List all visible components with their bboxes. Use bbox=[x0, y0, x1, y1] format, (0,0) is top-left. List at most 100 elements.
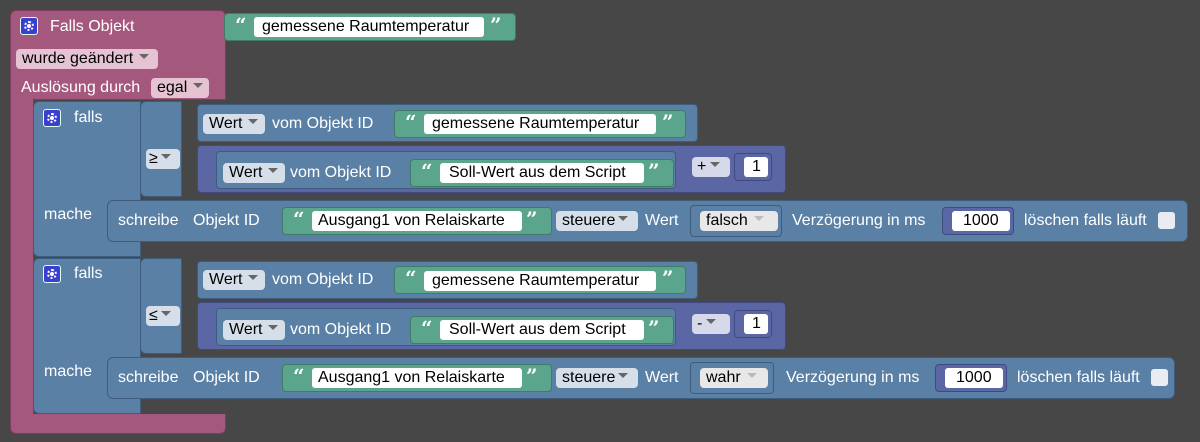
math-2-operator-dropdown[interactable]: - bbox=[692, 314, 730, 334]
chevron-down-icon bbox=[618, 216, 629, 222]
write-1-delay-field[interactable] bbox=[952, 211, 1010, 231]
write-2-value-label: Wert bbox=[645, 369, 679, 386]
math-2-number-value: 1 bbox=[752, 315, 761, 332]
trigger-cause-value: egal bbox=[157, 79, 188, 96]
chevron-down-icon bbox=[248, 119, 259, 125]
open-quote-icon: “ bbox=[293, 207, 305, 231]
if-block-2[interactable] bbox=[33, 258, 141, 414]
right-2-object-id-label: vom Objekt ID bbox=[290, 321, 392, 338]
close-quote-icon: ” bbox=[662, 110, 674, 134]
trigger-title: Falls Objekt bbox=[50, 18, 135, 35]
close-quote-icon: ” bbox=[648, 316, 660, 340]
if-block-2-falls-label: falls bbox=[74, 265, 103, 282]
open-quote-icon: “ bbox=[405, 266, 417, 290]
open-quote-icon: “ bbox=[235, 13, 247, 37]
close-quote-icon: ” bbox=[526, 207, 538, 231]
math-1-number-field[interactable] bbox=[744, 157, 768, 177]
compare-2-operator-dropdown[interactable]: ≤ bbox=[146, 306, 180, 326]
left-2-object-field[interactable] bbox=[424, 271, 656, 291]
right-1-prop-value: Wert bbox=[229, 164, 263, 181]
if-block-1-gear-icon[interactable] bbox=[43, 109, 61, 127]
open-quote-icon: “ bbox=[293, 364, 305, 388]
chevron-down-icon bbox=[710, 162, 721, 168]
trigger-block-bottom[interactable] bbox=[10, 414, 226, 434]
write-1-delay-value: 1000 bbox=[963, 212, 999, 229]
right-1-object-value: Soll-Wert aus dem Script bbox=[449, 164, 626, 181]
math-2-number-field[interactable] bbox=[744, 314, 768, 334]
trigger-condition-value: wurde geändert bbox=[22, 50, 134, 67]
write-1-mode-value: steuere bbox=[562, 212, 616, 229]
if-block-2-gear-icon[interactable] bbox=[43, 265, 61, 283]
write-2-target-field[interactable] bbox=[312, 368, 522, 388]
if-block-1-mache-label: mache bbox=[44, 206, 93, 223]
open-quote-icon: “ bbox=[421, 316, 433, 340]
math-1-number-value: 1 bbox=[752, 158, 761, 175]
close-quote-icon: ” bbox=[490, 13, 502, 37]
write-2-object-id-label: Objekt ID bbox=[193, 369, 260, 386]
close-quote-icon: ” bbox=[648, 159, 660, 183]
trigger-gear-icon[interactable] bbox=[20, 17, 38, 35]
write-2-delay-label: Verzögerung in ms bbox=[786, 369, 920, 386]
write-1-bool-dropdown[interactable]: falsch bbox=[700, 211, 778, 231]
left-1-object-field[interactable] bbox=[424, 114, 656, 134]
close-quote-icon: ” bbox=[662, 266, 674, 290]
write-1-mode-dropdown[interactable]: steuere bbox=[556, 211, 638, 231]
write-1-target-value: Ausgang1 von Relaiskarte bbox=[318, 212, 505, 229]
left-2-object-id-label: vom Objekt ID bbox=[272, 271, 374, 288]
chevron-down-icon bbox=[248, 275, 259, 281]
trigger-block-spine[interactable] bbox=[10, 98, 34, 418]
chevron-down-icon bbox=[139, 54, 150, 60]
write-1-clear-label: löschen falls läuft bbox=[1024, 212, 1147, 229]
write-1-bool-value: falsch bbox=[706, 212, 748, 229]
right-2-object-field[interactable] bbox=[440, 320, 644, 340]
chevron-down-icon bbox=[746, 373, 757, 379]
left-1-prop-value: Wert bbox=[209, 115, 243, 132]
left-2-prop-value: Wert bbox=[209, 271, 243, 288]
chevron-down-icon bbox=[268, 168, 279, 174]
trigger-cause-label: Auslösung durch bbox=[21, 79, 141, 96]
write-block-2[interactable] bbox=[107, 357, 1175, 399]
math-2-operator-value: - bbox=[697, 315, 703, 332]
trigger-object-value: gemessene Raumtemperatur bbox=[262, 18, 470, 35]
right-1-object-id-label: vom Objekt ID bbox=[290, 164, 392, 181]
compare-1-operator-value: ≥ bbox=[149, 150, 158, 167]
left-1-object-value: gemessene Raumtemperatur bbox=[432, 115, 640, 132]
chevron-down-icon bbox=[160, 311, 171, 317]
right-1-prop-dropdown[interactable]: Wert bbox=[223, 163, 285, 183]
left-2-prop-dropdown[interactable]: Wert bbox=[203, 270, 265, 290]
write-1-target-field[interactable] bbox=[312, 211, 522, 231]
write-1-label: schreibe bbox=[118, 212, 179, 229]
write-2-delay-field[interactable] bbox=[945, 368, 1003, 388]
open-quote-icon: “ bbox=[405, 110, 417, 134]
write-2-delay-value: 1000 bbox=[956, 369, 992, 386]
write-2-mode-value: steuere bbox=[562, 369, 616, 386]
open-quote-icon: “ bbox=[421, 159, 433, 183]
math-1-operator-value: + bbox=[697, 158, 707, 175]
right-2-prop-value: Wert bbox=[229, 321, 263, 338]
chevron-down-icon bbox=[618, 373, 629, 379]
write-2-bool-dropdown[interactable]: wahr bbox=[700, 368, 768, 388]
right-1-object-field[interactable] bbox=[440, 163, 644, 183]
close-quote-icon: ” bbox=[526, 364, 538, 388]
if-block-1-falls-label: falls bbox=[74, 109, 103, 126]
write-1-value-label: Wert bbox=[645, 212, 679, 229]
trigger-cause-dropdown[interactable]: egal bbox=[151, 78, 209, 98]
compare-2-operator-value: ≤ bbox=[149, 307, 158, 324]
right-2-prop-dropdown[interactable]: Wert bbox=[223, 320, 285, 340]
write-1-clear-checkbox[interactable] bbox=[1158, 212, 1175, 229]
left-1-prop-dropdown[interactable]: Wert bbox=[203, 114, 265, 134]
chevron-down-icon bbox=[753, 216, 764, 222]
write-2-mode-dropdown[interactable]: steuere bbox=[556, 368, 638, 388]
trigger-condition-dropdown[interactable]: wurde geändert bbox=[16, 49, 158, 69]
left-2-object-value: gemessene Raumtemperatur bbox=[432, 272, 640, 289]
write-2-target-value: Ausgang1 von Relaiskarte bbox=[318, 369, 505, 386]
write-2-bool-value: wahr bbox=[706, 369, 741, 386]
math-1-operator-dropdown[interactable]: + bbox=[692, 157, 730, 177]
trigger-object-field[interactable] bbox=[254, 17, 484, 37]
left-1-object-id-label: vom Objekt ID bbox=[272, 115, 374, 132]
chevron-down-icon bbox=[268, 325, 279, 331]
write-1-object-id-label: Objekt ID bbox=[193, 212, 260, 229]
chevron-down-icon bbox=[160, 154, 171, 160]
compare-1-operator-dropdown[interactable]: ≥ bbox=[146, 149, 180, 169]
write-2-clear-checkbox[interactable] bbox=[1151, 369, 1168, 386]
